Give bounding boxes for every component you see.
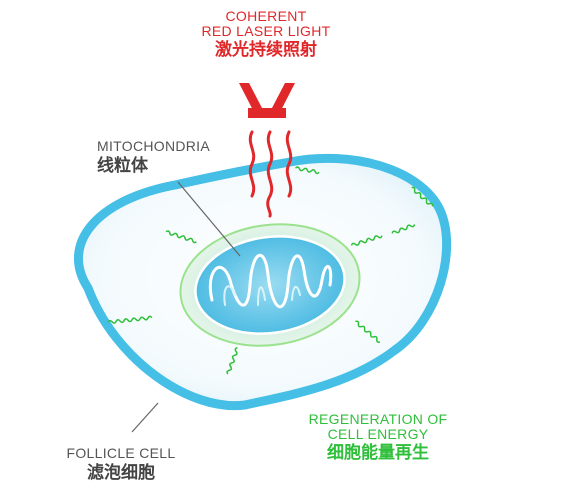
regeneration-label-line2: CELL ENERGY xyxy=(327,425,429,442)
laser-emitter xyxy=(239,83,295,118)
follicle-cell-label-en: FOLLICLE CELL xyxy=(66,445,176,461)
laser-beam xyxy=(248,130,256,198)
energy-wave xyxy=(294,166,320,175)
mitochondrion xyxy=(179,223,361,347)
follicle-cell-pointer xyxy=(131,402,159,433)
energy-wave xyxy=(411,186,434,207)
energy-wave xyxy=(391,224,416,234)
energy-wave xyxy=(107,315,153,324)
laser-beam xyxy=(266,130,274,218)
mitochondria-pointer xyxy=(177,181,241,257)
energy-wave xyxy=(226,347,238,375)
laser-beams xyxy=(248,130,293,218)
mitochondria-label: MITOCHONDRIA 线粒体 xyxy=(97,138,211,175)
laser-beam xyxy=(285,130,293,198)
energy-waves xyxy=(107,166,434,375)
energy-wave xyxy=(350,235,383,246)
mitochondria-label-en: MITOCHONDRIA xyxy=(97,138,211,154)
leader-lines xyxy=(131,181,241,433)
follicle-cell-label-zh: 滤泡细胞 xyxy=(87,462,155,482)
laser-label-line1: COHERENT xyxy=(225,8,307,24)
laser-label-line2: RED LASER LIGHT xyxy=(201,22,331,39)
regeneration-label: REGENERATION OF CELL ENERGY 细胞能量再生 xyxy=(300,412,456,462)
mitochondria-label-zh: 线粒体 xyxy=(97,155,148,175)
energy-wave xyxy=(165,230,197,244)
laser-emitter-lens xyxy=(248,108,286,118)
mitochondrion-cristae-inner xyxy=(223,285,301,306)
laser-label: COHERENT RED LASER LIGHT 激光持续照射 xyxy=(196,9,336,59)
laser-label-zh: 激光持续照射 xyxy=(215,40,317,60)
energy-wave xyxy=(355,320,381,343)
regeneration-label-zh: 细胞能量再生 xyxy=(327,443,429,463)
follicle-cell-label: FOLLICLE CELL 滤泡细胞 xyxy=(56,446,186,482)
regeneration-label-line1: REGENERATION OF xyxy=(308,411,448,427)
